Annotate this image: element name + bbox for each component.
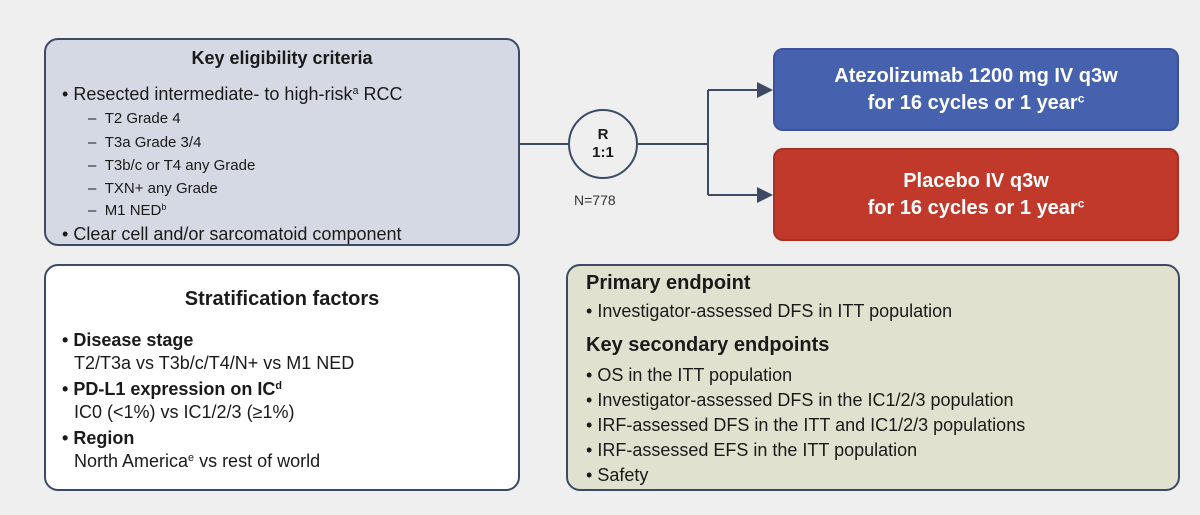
- randomization-circle: R 1:1: [568, 109, 638, 179]
- sample-size: N=778: [574, 192, 616, 208]
- placebo-arm-line2: for 16 cycles or 1 yearc: [867, 195, 1085, 219]
- primary-endpoint-title: Primary endpoint: [586, 272, 751, 294]
- endpoints-box: Primary endpoint • Investigator-assessed…: [566, 264, 1180, 491]
- eligibility-title: Key eligibility criteria: [191, 48, 373, 68]
- atezolizumab-arm: Atezolizumab 1200 mg IV q3w for 16 cycle…: [773, 48, 1179, 131]
- eligibility-criteria-box: Key eligibility criteria • Resected inte…: [44, 38, 520, 246]
- secondary-endpoint-item: • IRF-assessed EFS in the ITT population: [586, 440, 918, 460]
- secondary-endpoints-title: Key secondary endpoints: [586, 334, 830, 356]
- secondary-endpoint-item: • Investigator-assessed DFS in the IC1/2…: [586, 390, 1014, 410]
- eligibility-subitem: – T3a Grade 3/4: [88, 134, 202, 151]
- atezolizumab-arm-line1: Atezolizumab 1200 mg IV q3w: [834, 64, 1118, 87]
- stratification-title: Stratification factors: [184, 288, 380, 310]
- eligibility-subitem: – T2 Grade 4: [88, 110, 181, 127]
- stratification-factor-label: • Disease stage: [62, 330, 194, 350]
- secondary-endpoint-item: • Safety: [586, 465, 649, 485]
- secondary-endpoint-item: • IRF-assessed DFS in the ITT and IC1/2/…: [586, 415, 1026, 435]
- eligibility-bullet-2: • Clear cell and/or sarcomatoid componen…: [62, 224, 402, 244]
- placebo-arm: Placebo IV q3w for 16 cycles or 1 yearc: [773, 148, 1179, 241]
- eligibility-subitem: – M1 NEDb: [88, 202, 167, 219]
- eligibility-subitem: – T3b/c or T4 any Grade: [88, 157, 256, 174]
- randomization-label: R: [597, 126, 609, 143]
- randomization-ratio: 1:1: [592, 144, 614, 161]
- placebo-arm-line1: Placebo IV q3w: [903, 169, 1049, 192]
- stratification-factors-box: Stratification factors • Disease stage T…: [44, 264, 520, 491]
- stratification-factor-label: • Region: [62, 428, 135, 448]
- stratification-factor-value: IC0 (<1%) vs IC1/2/3 (≥1%): [74, 402, 295, 422]
- stratification-factor-label: • PD-L1 expression on ICd: [62, 379, 282, 399]
- primary-endpoint-item: • Investigator-assessed DFS in ITT popul…: [586, 301, 953, 321]
- eligibility-subitem: – TXN+ any Grade: [88, 180, 218, 197]
- stratification-factor-value: North Americae vs rest of world: [74, 451, 321, 471]
- secondary-endpoint-item: • OS in the ITT population: [586, 365, 793, 385]
- eligibility-bullet-1: • Resected intermediate- to high-riska R…: [62, 84, 403, 104]
- stratification-factor-value: T2/T3a vs T3b/c/T4/N+ vs M1 NED: [74, 353, 355, 373]
- atezolizumab-arm-line2: for 16 cycles or 1 yearc: [867, 90, 1085, 114]
- bullet-glyph: •: [62, 84, 69, 104]
